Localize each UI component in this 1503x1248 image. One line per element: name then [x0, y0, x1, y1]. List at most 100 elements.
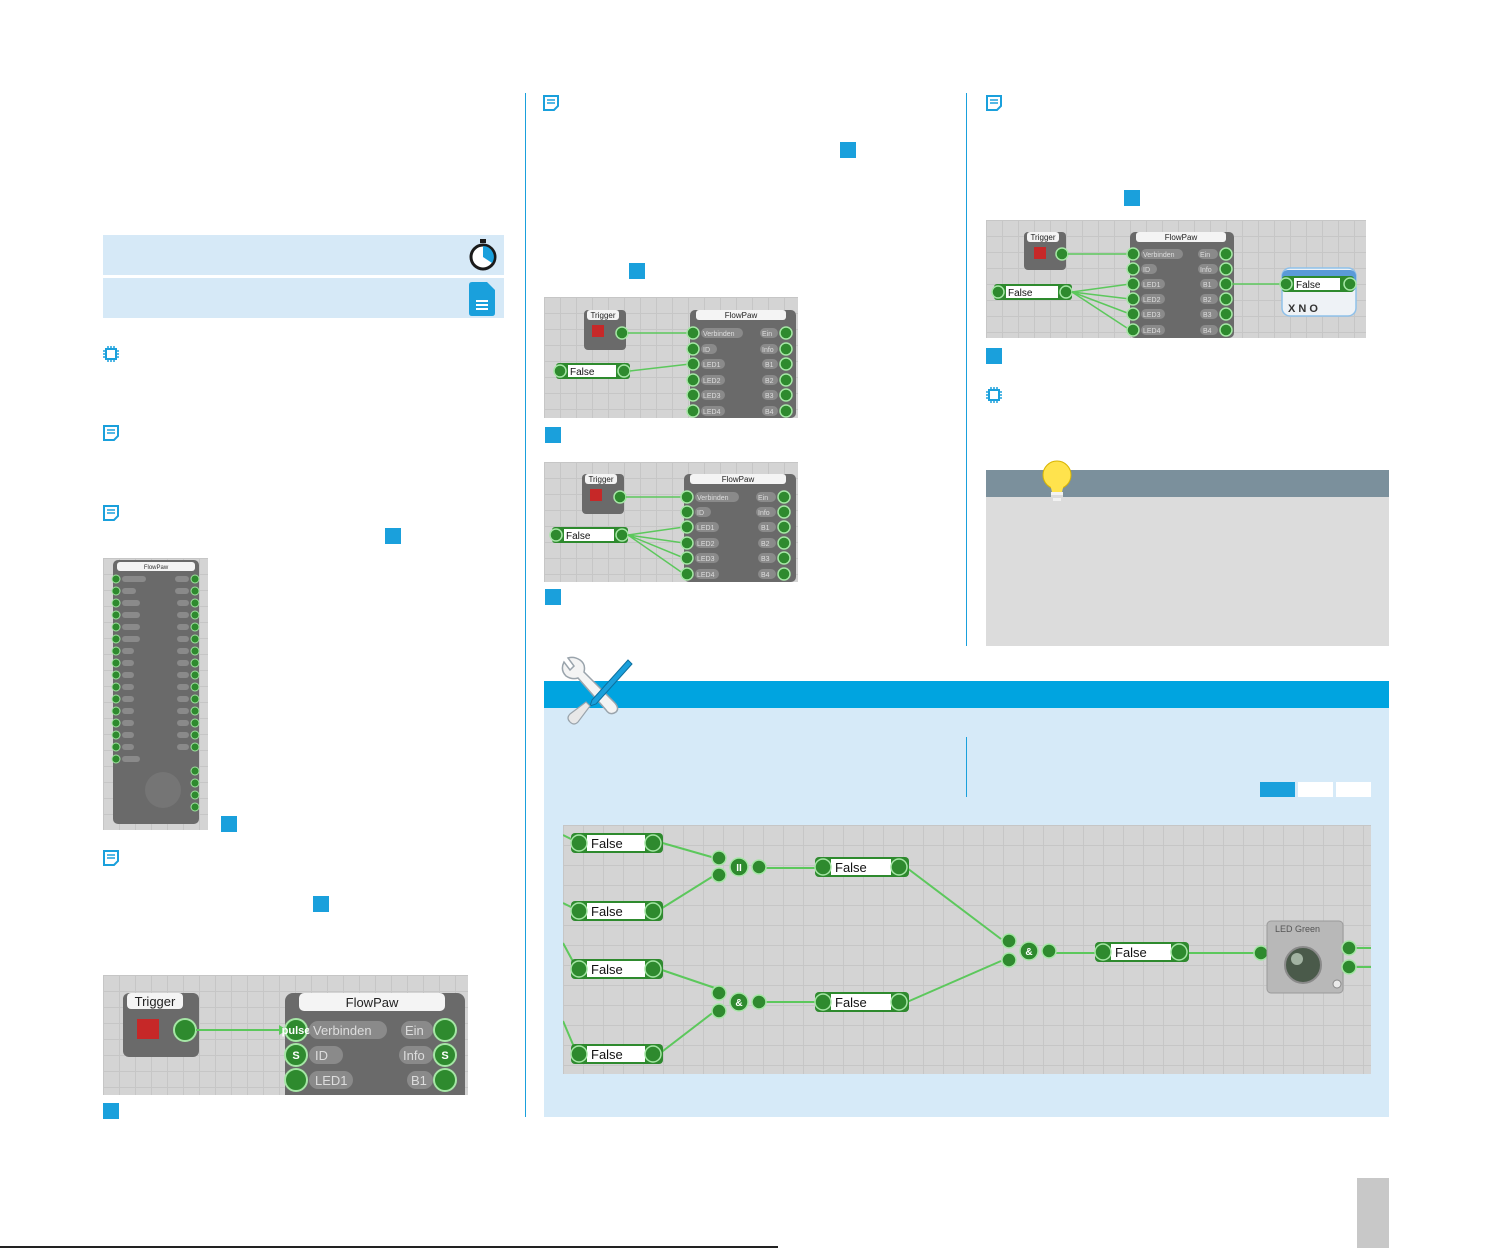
svg-text:False: False	[1008, 288, 1033, 299]
svg-text:FlowPaw: FlowPaw	[1165, 233, 1198, 242]
page-number-tab	[1357, 1178, 1389, 1248]
and-gate-final: &	[1001, 933, 1057, 968]
flowpaw-title: FlowPaw	[346, 995, 399, 1010]
svg-text:ID: ID	[703, 347, 710, 354]
svg-text:LED3: LED3	[697, 556, 715, 563]
or-gate: II	[711, 850, 767, 883]
svg-text:B2: B2	[1203, 297, 1212, 304]
port-label-info: Info	[403, 1048, 425, 1063]
svg-text:LED1: LED1	[1143, 282, 1161, 289]
svg-text:B3: B3	[1203, 312, 1212, 319]
difficulty-level-1	[1260, 782, 1295, 797]
port-label-led1: LED1	[315, 1073, 348, 1088]
figure-marker	[1124, 190, 1140, 206]
and-gate-lower: &	[711, 985, 767, 1019]
svg-text:LED4: LED4	[697, 572, 715, 579]
false-block-mid-1: False	[814, 857, 909, 877]
chip-icon	[986, 387, 1002, 403]
svg-text:B1: B1	[765, 362, 774, 369]
svg-text:Trigger: Trigger	[590, 311, 615, 320]
svg-text:B4: B4	[761, 572, 770, 579]
svg-text:False: False	[835, 995, 867, 1010]
svg-text:B3: B3	[761, 556, 770, 563]
svg-text:S: S	[292, 1050, 299, 1062]
figure-marker	[840, 142, 856, 158]
trigger-flowpaw-zoom-screenshot: Trigger FlowPaw pulse S Verbinden ID LED…	[103, 975, 468, 1095]
figure-marker	[545, 427, 561, 443]
port-label-ein: Ein	[405, 1023, 424, 1038]
svg-text:ID: ID	[697, 510, 704, 517]
false-block-mid-2: False	[814, 992, 909, 1012]
svg-text:Ein: Ein	[1200, 252, 1210, 259]
svg-text:B1: B1	[1203, 282, 1212, 289]
svg-text:False: False	[1296, 280, 1321, 291]
svg-text:B2: B2	[765, 378, 774, 385]
svg-text:False: False	[1115, 945, 1147, 960]
note-icon	[543, 95, 559, 111]
lightbulb-icon	[1042, 460, 1072, 501]
svg-text:Info: Info	[1200, 267, 1212, 274]
false-block-input-2: False	[570, 901, 663, 921]
svg-text:False: False	[591, 1047, 623, 1062]
document-icon	[469, 282, 495, 316]
svg-text:&: &	[735, 998, 742, 1009]
svg-text:B4: B4	[765, 409, 774, 416]
svg-text:False: False	[835, 860, 867, 875]
svg-text:FlowPaw: FlowPaw	[725, 311, 758, 320]
svg-text:B2: B2	[761, 541, 770, 548]
difficulty-level-3	[1336, 782, 1371, 797]
false-block-input-3: False	[570, 959, 663, 979]
svg-text:B4: B4	[1203, 328, 1212, 335]
flowpaw-full-screenshot: FlowPaw	[103, 558, 208, 830]
stopwatch-icon	[469, 239, 497, 271]
wrench-screwdriver-icon	[561, 656, 633, 725]
difficulty-level-2	[1298, 782, 1333, 797]
false-block-output: False	[1094, 942, 1189, 962]
chip-icon	[103, 346, 119, 362]
svg-text:LED3: LED3	[703, 393, 721, 400]
svg-text:LED2: LED2	[703, 378, 721, 385]
project-header-bar	[544, 681, 1389, 708]
file-info-bar	[103, 278, 504, 318]
svg-text:LED1: LED1	[703, 362, 721, 369]
svg-text:FlowPaw: FlowPaw	[722, 475, 755, 484]
svg-text:False: False	[566, 531, 591, 542]
svg-text:LED2: LED2	[1143, 297, 1161, 304]
note-icon	[103, 850, 119, 866]
svg-text:B3: B3	[765, 393, 774, 400]
svg-text:Info: Info	[758, 510, 770, 517]
figure-marker	[629, 263, 645, 279]
bottom-rule	[0, 1246, 778, 1248]
figure-marker	[103, 1103, 119, 1119]
svg-text:Ein: Ein	[758, 495, 768, 502]
svg-text:False: False	[570, 367, 595, 378]
note-icon	[103, 425, 119, 441]
svg-text:B1: B1	[761, 525, 770, 532]
svg-text:Verbinden: Verbinden	[1143, 252, 1175, 259]
flowpaw-title: FlowPaw	[144, 565, 169, 571]
svg-text:False: False	[591, 904, 623, 919]
svg-text:&: &	[1025, 947, 1032, 958]
trigger-title: Trigger	[135, 994, 176, 1009]
svg-text:S: S	[441, 1050, 448, 1062]
time-info-bar	[103, 235, 504, 275]
port-label-id: ID	[315, 1048, 328, 1063]
svg-text:False: False	[591, 962, 623, 977]
figure-marker	[221, 816, 237, 832]
false-block-input-1: False	[570, 833, 663, 853]
svg-text:Trigger: Trigger	[1030, 233, 1055, 242]
svg-text:LED Green: LED Green	[1275, 924, 1320, 934]
figure-marker	[313, 896, 329, 912]
svg-text:Verbinden: Verbinden	[703, 331, 735, 338]
port-label-b1: B1	[411, 1073, 427, 1088]
svg-text:Verbinden: Verbinden	[697, 495, 729, 502]
logic-circuit-screenshot: False False False False II	[563, 825, 1371, 1074]
svg-text:Info: Info	[762, 347, 774, 354]
svg-text:pulse: pulse	[282, 1025, 311, 1037]
column-divider-left	[525, 93, 526, 1117]
svg-text:False: False	[591, 836, 623, 851]
project-column-divider	[966, 737, 967, 797]
svg-text:LED3: LED3	[1143, 312, 1161, 319]
